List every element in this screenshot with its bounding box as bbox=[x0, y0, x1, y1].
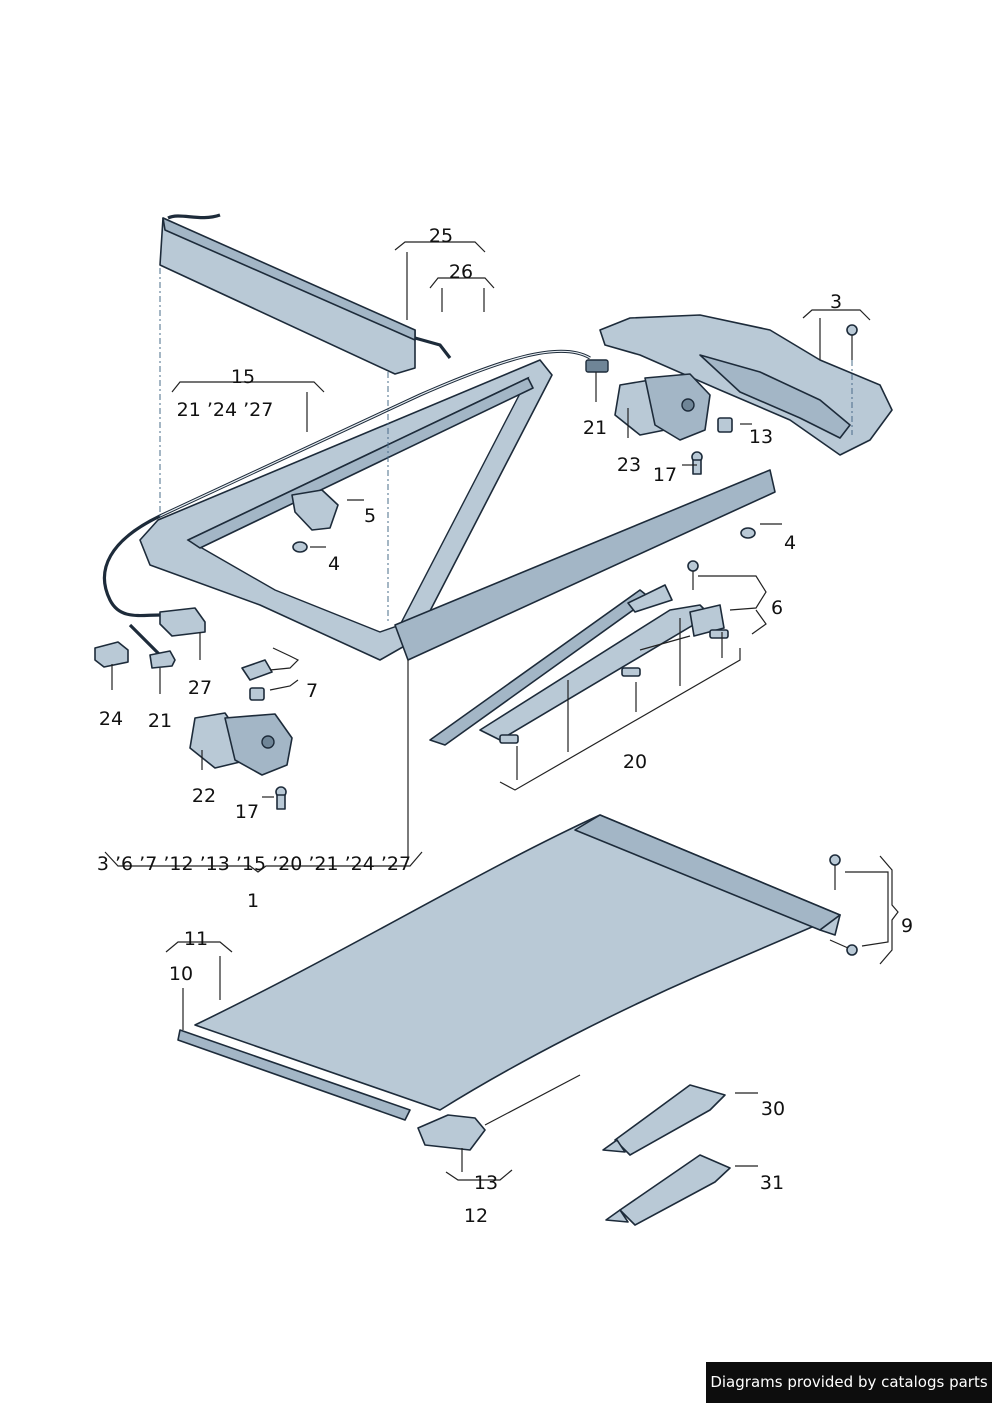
nut-part-4-left bbox=[292, 541, 308, 553]
label-3: 3 bbox=[830, 291, 842, 313]
label-30: 30 bbox=[761, 1098, 785, 1120]
label-11: 11 bbox=[184, 928, 208, 950]
connector-27 bbox=[159, 607, 206, 637]
screw-part-9 bbox=[829, 854, 858, 956]
wind-deflector-part-25 bbox=[159, 213, 452, 375]
rear-crossmember-part-3 bbox=[599, 314, 893, 456]
label-15-subparts: 21 ’24 ’27 bbox=[177, 399, 274, 421]
label-7: 7 bbox=[306, 680, 318, 702]
wire-harness bbox=[102, 349, 609, 657]
label-23: 23 bbox=[617, 454, 641, 476]
label-27: 27 bbox=[188, 677, 212, 699]
slider-part-12 bbox=[417, 1074, 581, 1151]
screw-part-17-lower bbox=[275, 786, 287, 810]
label-1-subparts: 3 ’6 ’7 ’12 ’13 ’15 ’20 ’21 ’24 ’27 bbox=[97, 853, 411, 875]
leader-lines bbox=[104, 241, 899, 1181]
grease-tube-part-30 bbox=[602, 1084, 726, 1156]
drive-motor-23 bbox=[614, 373, 711, 441]
guide-mechanism-part-20 bbox=[429, 584, 729, 746]
label-13-upper: 13 bbox=[749, 426, 773, 448]
label-24: 24 bbox=[99, 708, 123, 730]
label-5: 5 bbox=[364, 505, 376, 527]
drive-motor-22 bbox=[189, 712, 293, 776]
label-6: 6 bbox=[771, 597, 783, 619]
label-17-lower: 17 bbox=[235, 801, 259, 823]
label-20: 20 bbox=[623, 751, 647, 773]
label-26: 26 bbox=[449, 261, 473, 283]
nut-part-13-upper bbox=[717, 417, 733, 433]
connector-21 bbox=[149, 650, 176, 669]
label-17-upper: 17 bbox=[653, 464, 677, 486]
alignment-lines bbox=[159, 268, 853, 622]
label-21-lower: 21 bbox=[148, 710, 172, 732]
grease-tube-part-31 bbox=[605, 1154, 731, 1226]
label-25: 25 bbox=[429, 225, 453, 247]
label-22: 22 bbox=[192, 785, 216, 807]
label-10: 10 bbox=[169, 963, 193, 985]
callout-labels: 25 26 3 15 21 ’24 ’27 21 13 23 17 5 4 4 … bbox=[97, 225, 913, 1227]
clip-part-7 bbox=[241, 659, 273, 701]
screw-part-17-upper bbox=[691, 451, 703, 475]
bracket-part-5 bbox=[291, 489, 339, 531]
label-1: 1 bbox=[247, 890, 259, 912]
screw-part-6 bbox=[687, 560, 699, 590]
label-12: 12 bbox=[464, 1205, 488, 1227]
label-13-lower: 13 bbox=[474, 1172, 498, 1194]
label-31: 31 bbox=[760, 1172, 784, 1194]
sunroof-frame bbox=[139, 359, 776, 661]
seal-strip-part-10 bbox=[177, 1029, 411, 1121]
connector-24 bbox=[94, 641, 129, 668]
label-21-upper: 21 bbox=[583, 417, 607, 439]
label-9: 9 bbox=[901, 915, 913, 937]
screw-part-3 bbox=[846, 324, 858, 360]
credit-banner: Diagrams provided by catalogs parts bbox=[706, 1362, 992, 1403]
nut-part-4-right bbox=[740, 527, 756, 539]
glass-panel-part-1 bbox=[194, 814, 841, 1111]
label-15: 15 bbox=[231, 366, 255, 388]
label-4-right: 4 bbox=[784, 532, 796, 554]
label-4-left: 4 bbox=[328, 553, 340, 575]
